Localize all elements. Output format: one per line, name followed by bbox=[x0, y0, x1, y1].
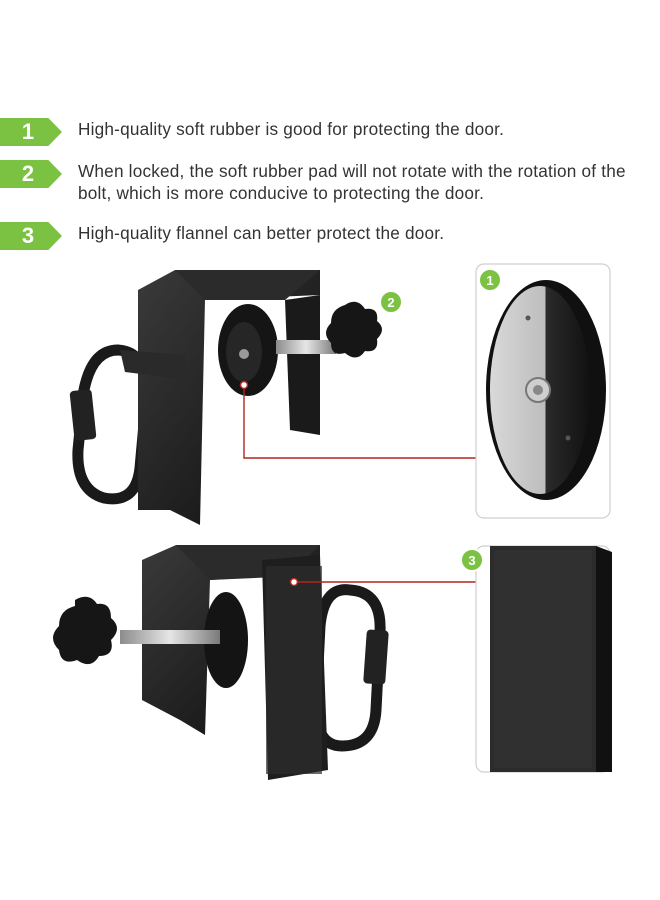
rubber-pad-detail bbox=[475, 263, 611, 519]
callout-number-rubber: 1 bbox=[486, 273, 493, 288]
callout-dot-rubber bbox=[478, 268, 502, 292]
leader-line-rubber bbox=[243, 388, 476, 459]
feature-text: When locked, the soft rubber pad will no… bbox=[78, 161, 626, 203]
callout-dot-flannel bbox=[460, 548, 484, 572]
feature-item-rubber: 1 High-quality soft rubber is good for p… bbox=[0, 118, 648, 146]
flannel-detail bbox=[475, 545, 612, 773]
lower-clamp bbox=[53, 545, 389, 780]
feature-number-badge: 1 bbox=[0, 118, 62, 146]
feature-text: High-quality soft rubber is good for pro… bbox=[78, 119, 505, 139]
feature-number-badge: 2 bbox=[0, 160, 62, 188]
callout-dot-knob bbox=[379, 290, 403, 314]
callout-number-knob: 2 bbox=[387, 295, 394, 310]
feature-item-rotation: 2 When locked, the soft rubber pad will … bbox=[0, 160, 648, 204]
feature-text: High-quality flannel can better protect … bbox=[78, 223, 445, 243]
callout-number-flannel: 3 bbox=[468, 553, 475, 568]
feature-item-flannel: 3 High-quality flannel can better protec… bbox=[0, 222, 648, 250]
upper-clamp bbox=[69, 270, 382, 525]
feature-number-badge: 3 bbox=[0, 222, 62, 250]
